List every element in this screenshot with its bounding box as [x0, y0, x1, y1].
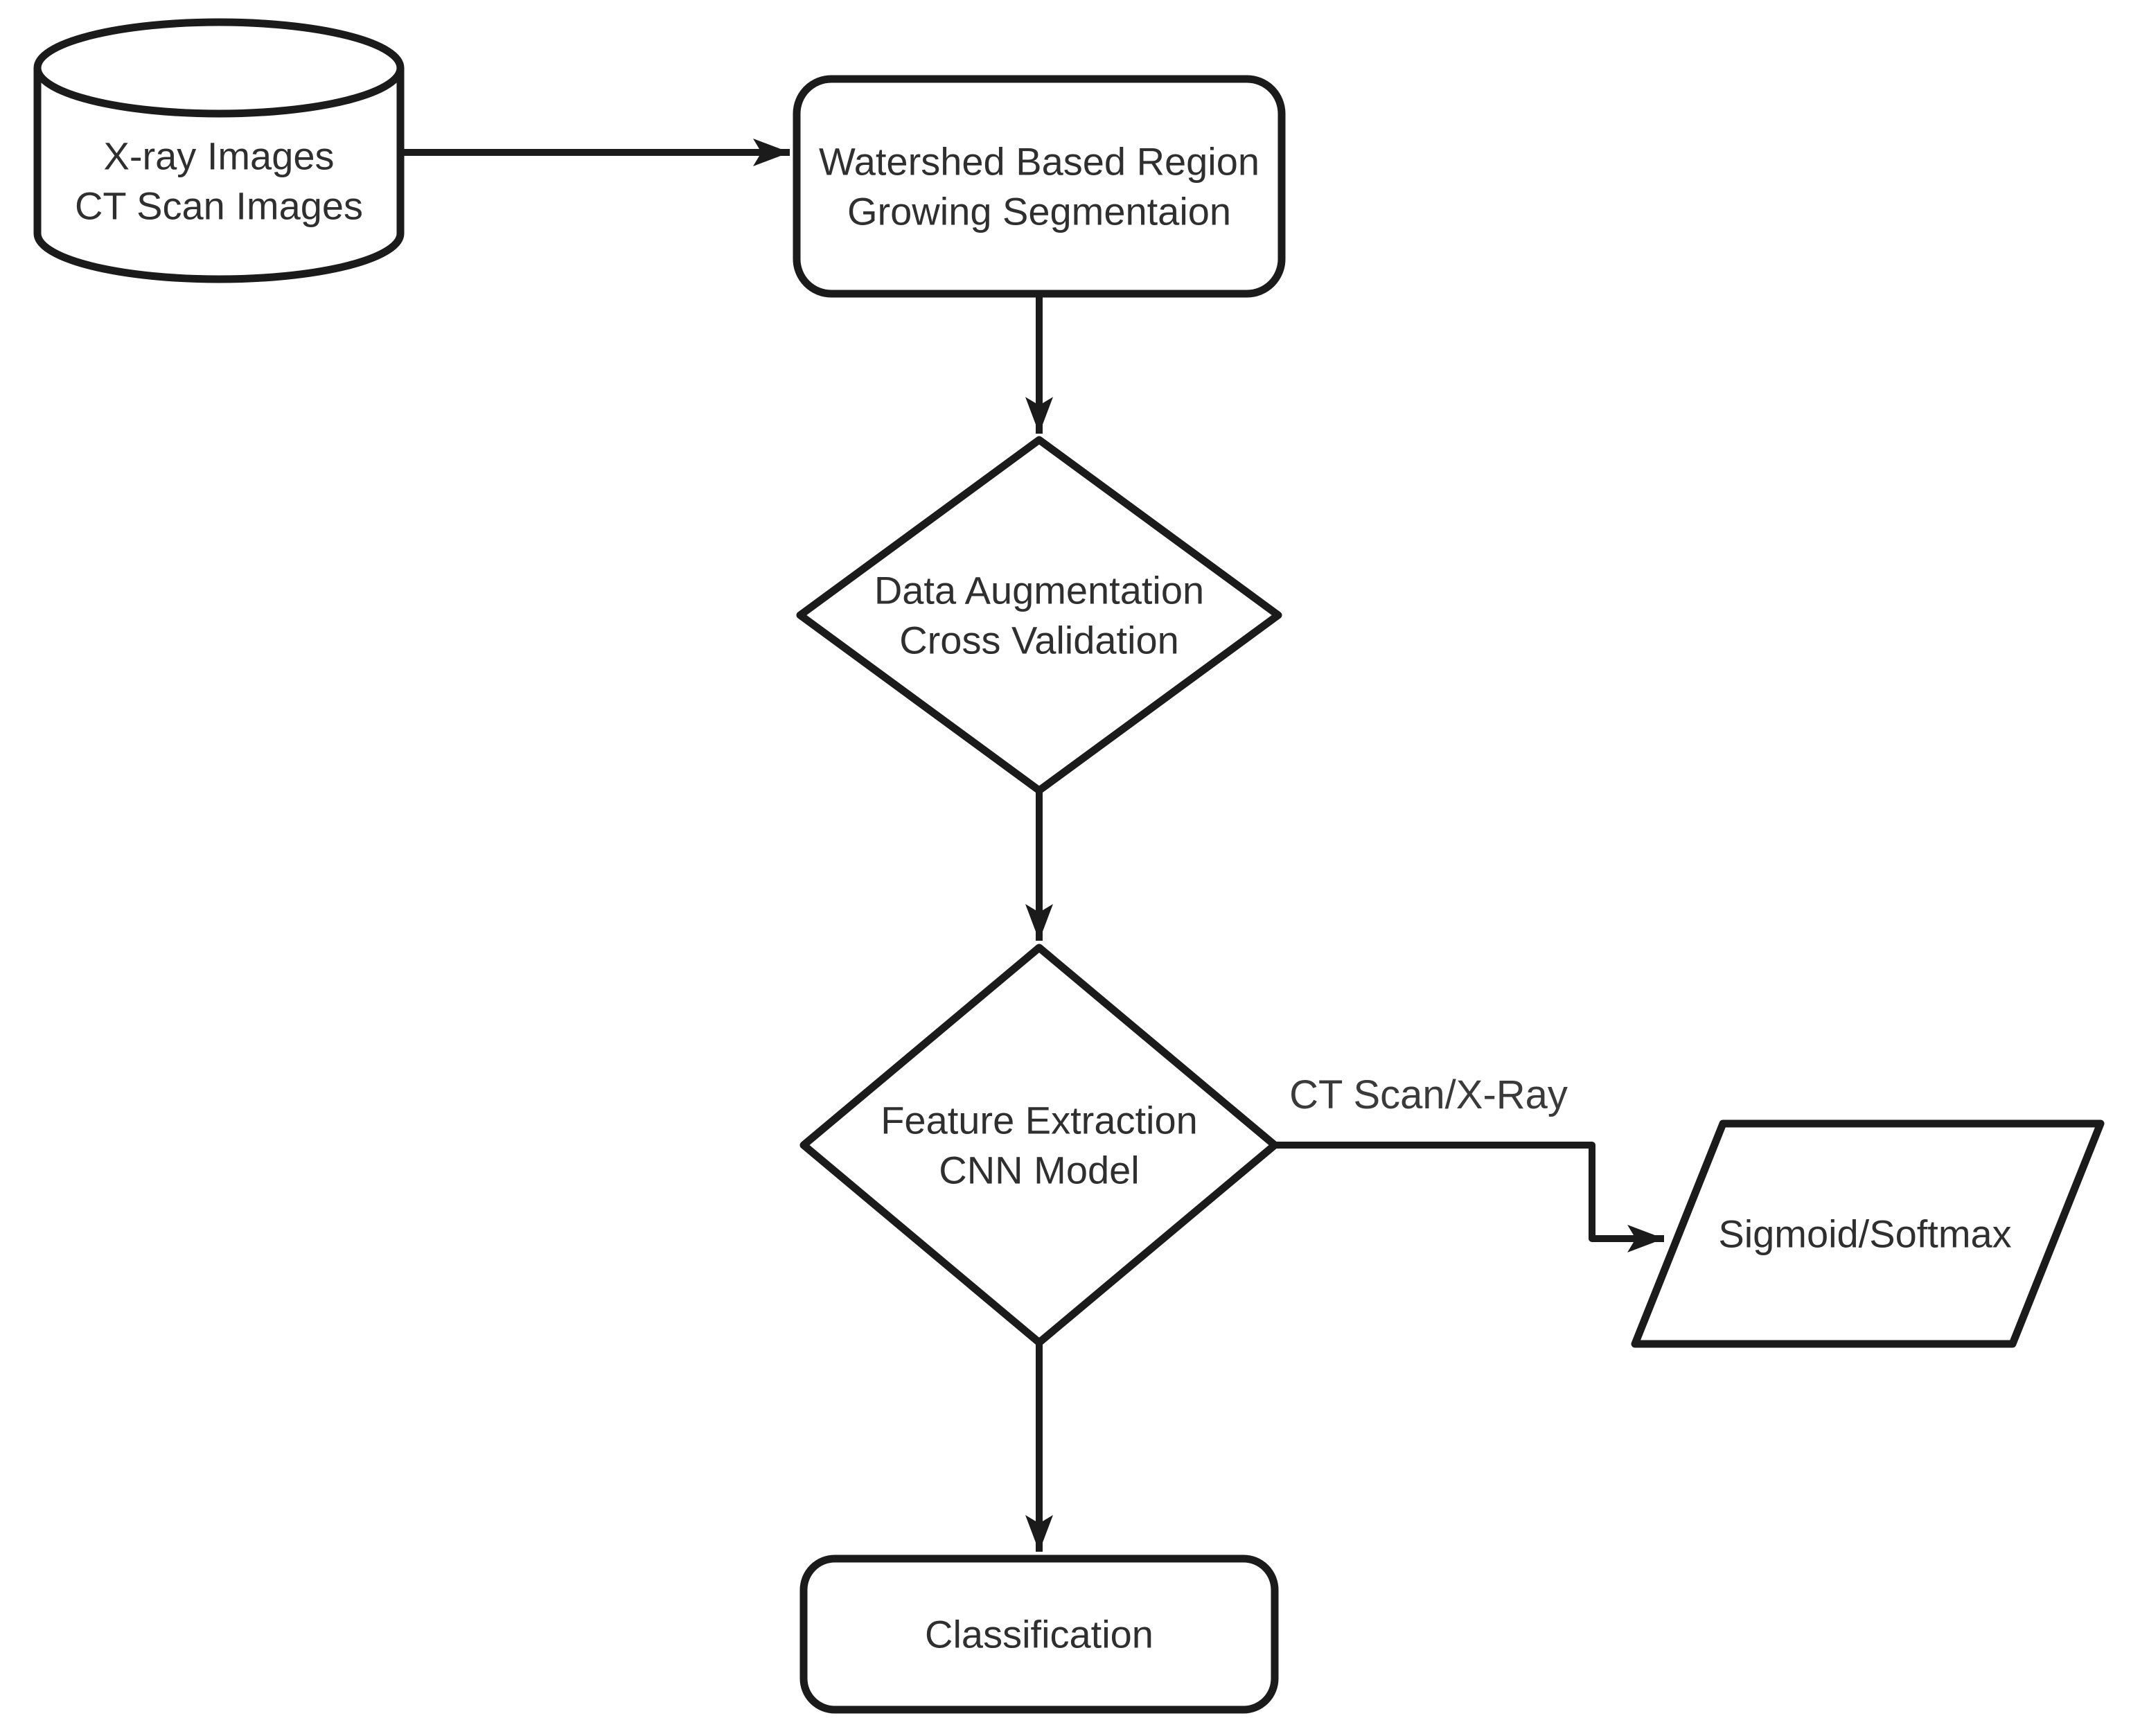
rounded-rectangle: [793, 75, 1286, 298]
node-datastore-label-line2: CT Scan Images: [75, 184, 363, 228]
diamond: [799, 944, 1279, 1347]
edge-feature-extraction-to-activation: [1275, 1142, 1664, 1252]
node-augmentation-label-line2: Cross Validation: [899, 619, 1179, 662]
parallelogram: [1631, 1119, 2105, 1348]
cylinder-body: [33, 68, 405, 283]
node-datastore-label-line1: X-ray Images: [104, 134, 335, 178]
cylinder-top: [33, 18, 405, 118]
node-feature-extraction-label-line2: CNN Model: [939, 1149, 1139, 1192]
node-segmentation-label-line1: Watershed Based Region: [819, 140, 1259, 184]
node-datastore: X-ray Images CT Scan Images: [33, 18, 405, 283]
node-feature-extraction: Feature Extraction CNN Model: [799, 944, 1279, 1347]
diamond: [796, 436, 1282, 795]
edges-layer: CT Scan/X-Ray: [400, 139, 1664, 1552]
node-feature-extraction-label-line1: Feature Extraction: [881, 1099, 1198, 1142]
node-activation: Sigmoid/Softmax: [1631, 1119, 2105, 1348]
node-classification: Classification: [799, 1555, 1279, 1714]
node-segmentation: Watershed Based Region Growing Segmentai…: [793, 75, 1286, 298]
node-augmentation-label-line1: Data Augmentation: [874, 569, 1204, 612]
node-classification-label: Classification: [925, 1613, 1153, 1656]
node-augmentation: Data Augmentation Cross Validation: [796, 436, 1282, 795]
node-activation-label: Sigmoid/Softmax: [1718, 1212, 2011, 1256]
edge-label-ct-scan-x-ray: CT Scan/X-Ray: [1289, 1072, 1568, 1117]
node-segmentation-label-line2: Growing Segmentaion: [847, 190, 1231, 233]
rounded-rectangle: [799, 1555, 1279, 1714]
